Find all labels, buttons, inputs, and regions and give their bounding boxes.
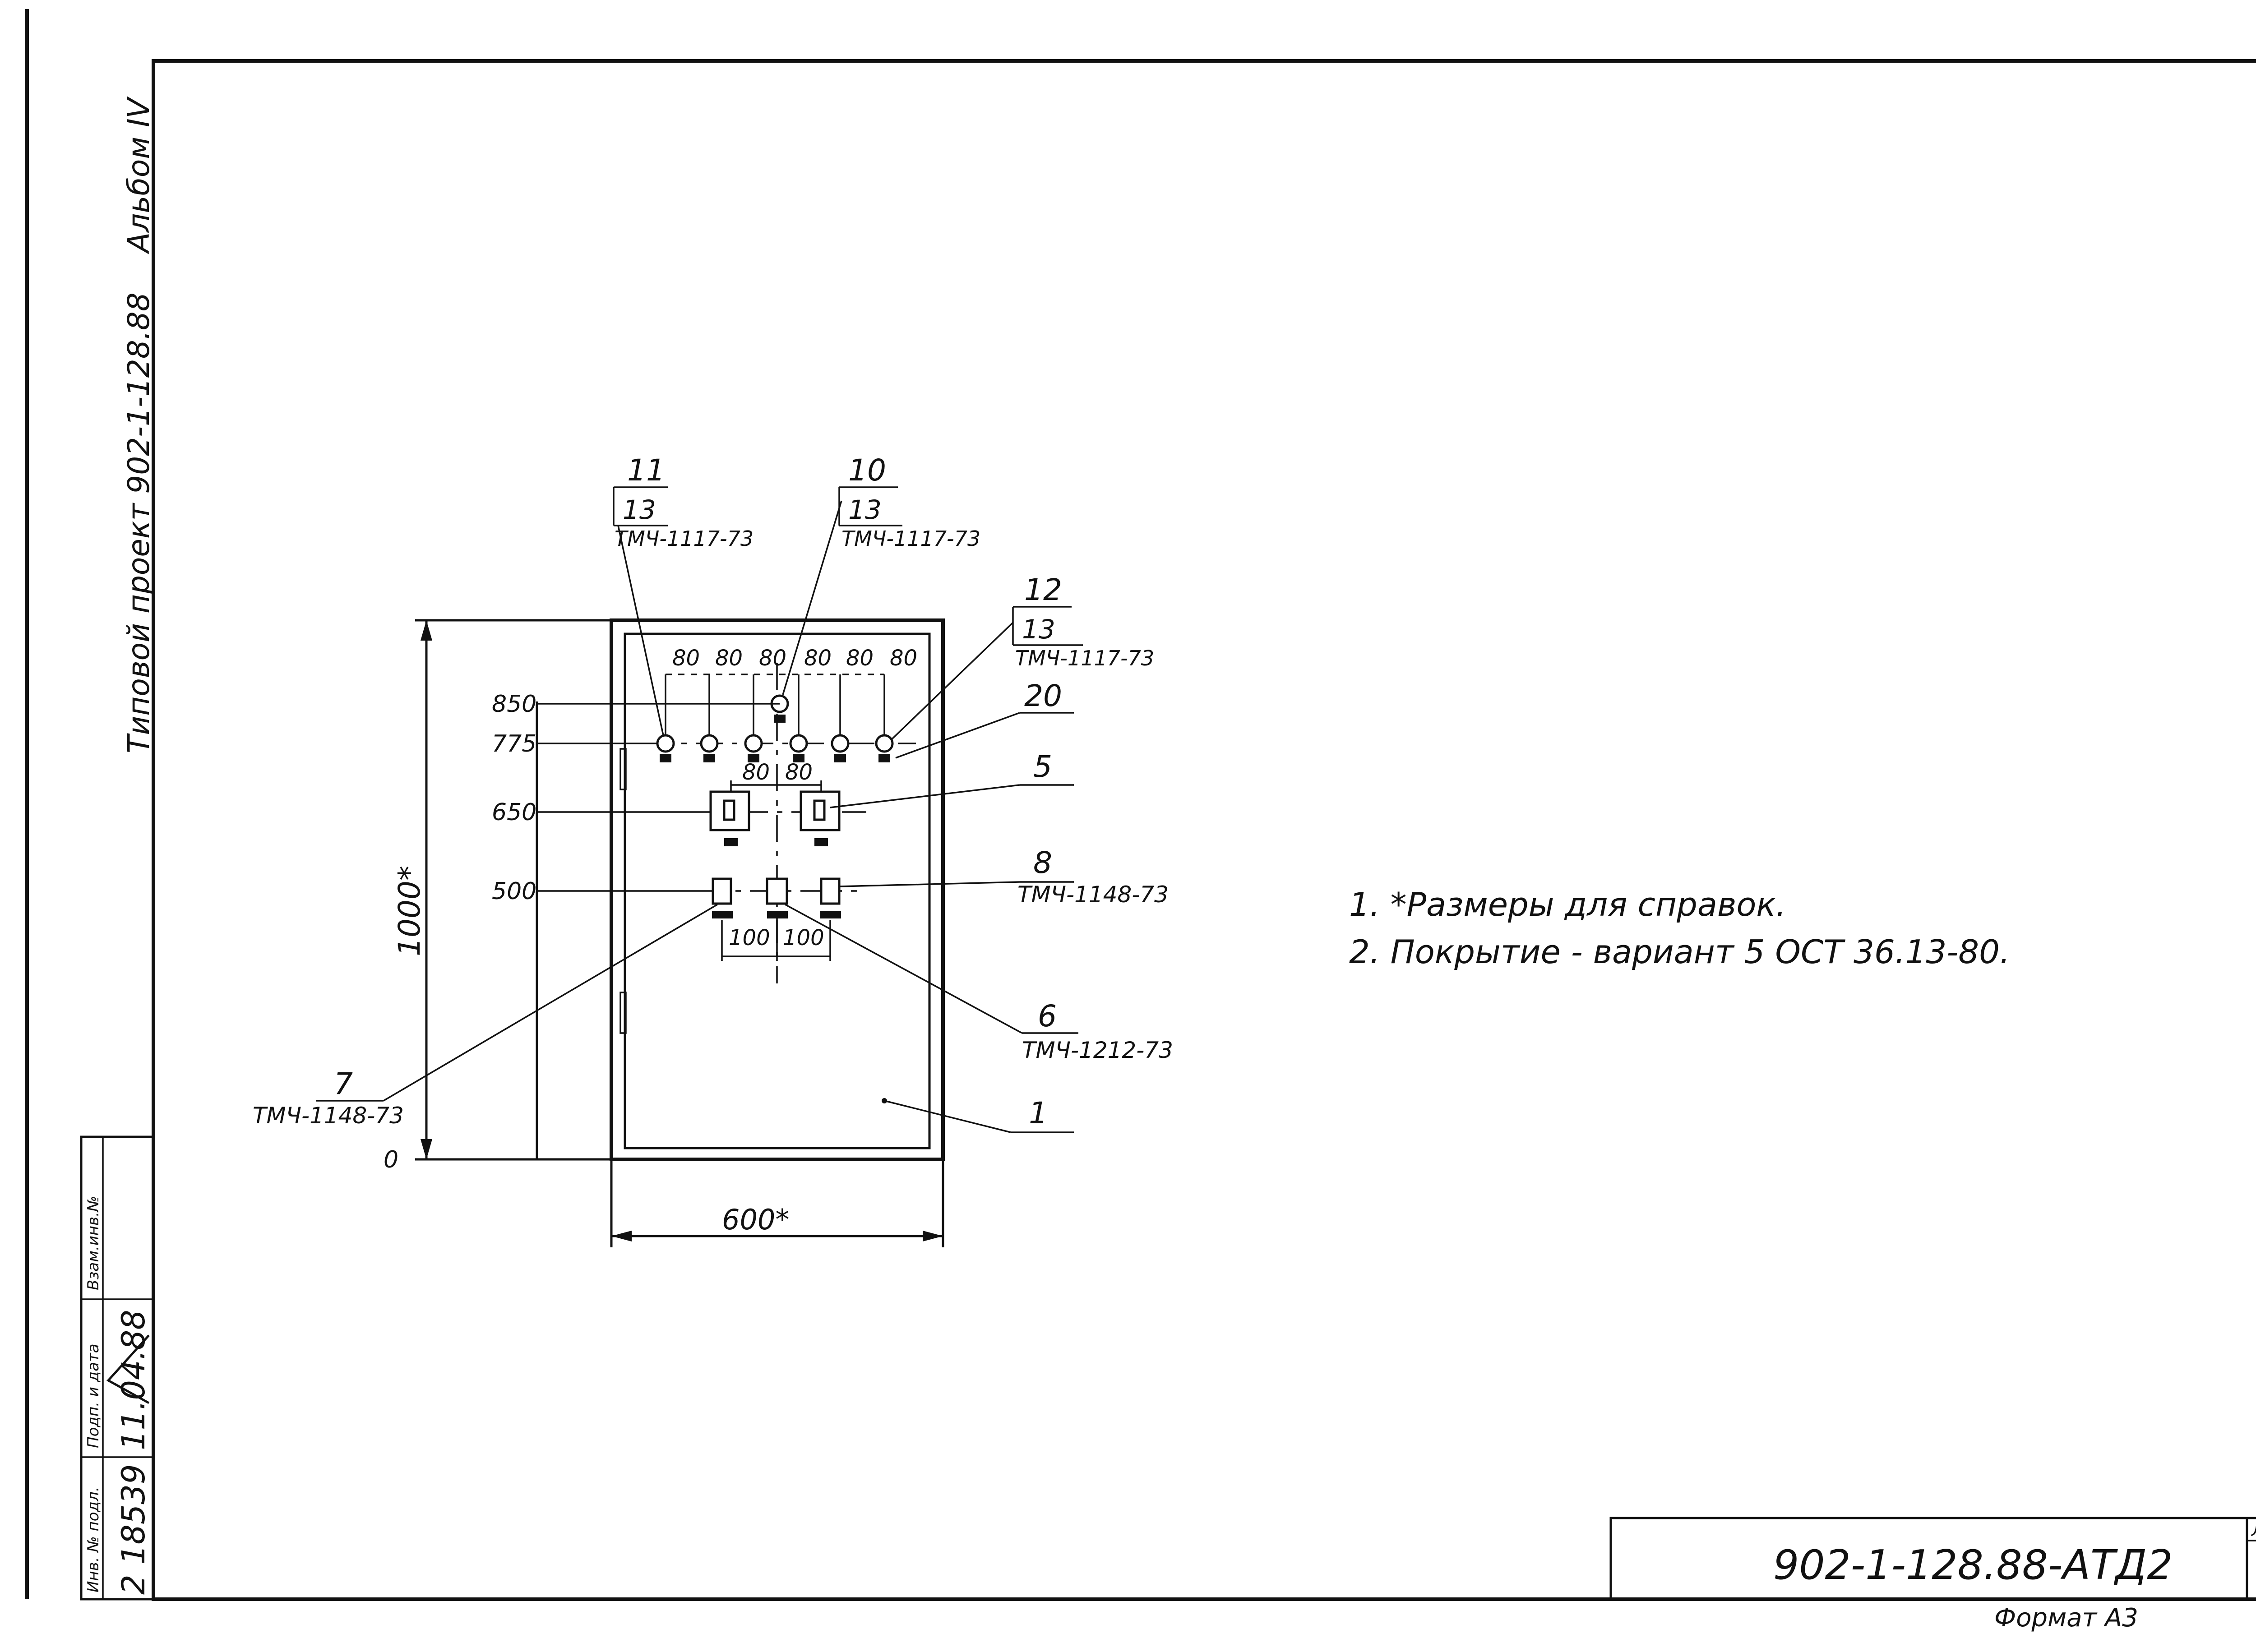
callout-10-pos: 10 xyxy=(848,453,886,488)
callout-7-ref: ТМЧ-1148-73 xyxy=(253,1103,404,1129)
album-label: Альбом IV xyxy=(121,96,156,254)
callout-11-ref: ТМЧ-1117-73 xyxy=(615,526,754,551)
callout-1: 1 xyxy=(882,1096,1074,1133)
callout-10-ref: ТМЧ-1117-73 xyxy=(841,526,980,551)
callout-11-qty: 13 xyxy=(623,494,656,525)
switch-8 xyxy=(820,877,841,918)
callout-5-pos: 5 xyxy=(1033,749,1052,784)
callout-20-pos: 20 xyxy=(1024,678,1062,713)
callout-11: 11 13 ТМЧ-1117-73 xyxy=(613,453,754,736)
dim-top-6: 80 xyxy=(890,646,917,671)
note-1: 1. *Размеры для справок. xyxy=(1349,886,1786,923)
dim-top-1: 80 xyxy=(672,646,700,671)
lamp-11 xyxy=(656,734,675,762)
callout-12-pos: 12 xyxy=(1024,572,1062,607)
dim-width-total: 600* xyxy=(722,1203,789,1236)
lamp-12 xyxy=(875,734,894,762)
sheet-label: Лист xyxy=(2251,1520,2256,1540)
callout-10: 10 13 ТМЧ-1117-73 xyxy=(782,453,980,695)
callout-8: 8 ТМЧ-1148-73 xyxy=(839,845,1169,908)
callout-12-qty: 13 xyxy=(1022,614,1055,645)
lamp-3 xyxy=(744,734,763,762)
stamp-col-sign: Подп. и дата xyxy=(84,1343,102,1448)
stamp-signature xyxy=(106,1334,150,1404)
cabinet-outline xyxy=(610,618,945,1161)
sheet-frame xyxy=(152,59,2256,1601)
dim-level-775: 775 xyxy=(492,730,536,757)
title-block: 902-1-128.88-АТД2 Лист 3 Формат А3 xyxy=(1609,1517,2256,1633)
dim-top-4: 80 xyxy=(804,646,832,671)
instrument-right xyxy=(800,790,841,846)
callout-8-ref: ТМЧ-1148-73 xyxy=(1017,881,1169,908)
note-2: 2. Покрытие - вариант 5 ОСТ 36.13-80. xyxy=(1349,933,2010,971)
dim-bottom-2: 100 xyxy=(783,925,824,951)
hinge-top xyxy=(619,748,627,790)
format-label: Формат А3 xyxy=(1994,1603,2138,1633)
callout-5: 5 xyxy=(830,749,1074,808)
stamp-col-replace: Взам.инв.№ xyxy=(84,1196,102,1290)
dimension-lines xyxy=(415,619,944,1247)
lamp-row xyxy=(656,694,894,762)
stamp-inv-number: 2 18539 xyxy=(115,1464,152,1595)
lamp-10 xyxy=(770,694,789,723)
callout-10-qty: 13 xyxy=(848,494,882,525)
instrument-left xyxy=(709,790,750,846)
switch-6 xyxy=(766,877,788,918)
hinge-bottom xyxy=(619,992,627,1034)
lamp-5 xyxy=(831,734,850,762)
dim-level-650: 650 xyxy=(492,799,536,826)
switch-7 xyxy=(712,877,733,918)
callout-1-pos: 1 xyxy=(1029,1096,1048,1131)
left-stamp: Инв. № подл. Подп. и дата Взам.инв.№ 2 1… xyxy=(80,1135,155,1601)
stamp-sign-date: 11.04.88 xyxy=(115,1310,152,1450)
callout-11-pos: 11 xyxy=(627,453,665,488)
dim-height-total: 1000* xyxy=(392,866,427,956)
callout-7-pos: 7 xyxy=(334,1066,353,1101)
callout-6: 6 ТМЧ-1212-73 xyxy=(785,904,1173,1063)
dim-level-0: 0 xyxy=(384,1146,398,1173)
callout-7: 7 ТМЧ-1148-73 xyxy=(253,904,718,1129)
doc-code: 902-1-128.88-АТД2 xyxy=(1773,1541,2173,1589)
callout-12: 12 13 ТМЧ-1117-73 xyxy=(890,572,1154,741)
callout-6-ref: ТМЧ-1212-73 xyxy=(1022,1037,1173,1063)
dim-top-2: 80 xyxy=(715,646,743,671)
dim-level-850: 850 xyxy=(492,691,536,718)
callout-8-pos: 8 xyxy=(1033,845,1052,880)
dim-mid-1: 80 xyxy=(742,760,770,785)
dim-top-3: 80 xyxy=(759,646,786,671)
lamp-2 xyxy=(700,734,719,762)
dim-mid-2: 80 xyxy=(785,760,813,785)
lamp-4 xyxy=(789,734,808,762)
project-side-label: Типовой проект 902-1-128.88 xyxy=(121,292,156,753)
callout-20: 20 xyxy=(895,678,1074,759)
callout-12-ref: ТМЧ-1117-73 xyxy=(1015,646,1154,670)
stamp-col-inv: Инв. № подл. xyxy=(84,1486,102,1592)
dim-bottom-1: 100 xyxy=(729,925,770,951)
dim-top-5: 80 xyxy=(846,646,874,671)
callout-6-pos: 6 xyxy=(1038,999,1057,1034)
dim-level-500: 500 xyxy=(492,878,536,905)
